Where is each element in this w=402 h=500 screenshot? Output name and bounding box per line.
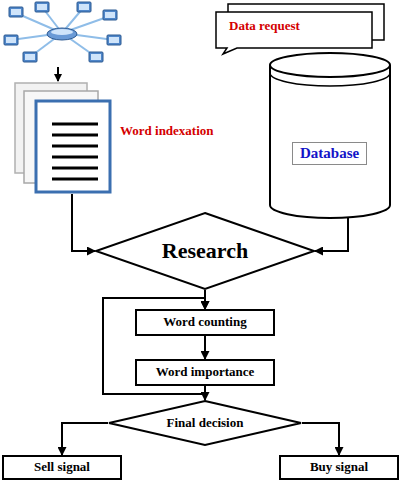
document-stack: Word indexation [14,82,112,194]
node-label: Buy signal [310,460,368,475]
node-label: Word counting [163,315,246,330]
node-label: Research [162,238,248,263]
network-arrow [57,67,59,81]
flow-arrow [204,336,206,359]
output-box: Buy signal [279,455,399,480]
node-label: Word indexation [120,124,214,139]
document-stack-outline [14,82,112,194]
decision-diamond: Final decision [108,400,302,446]
node-label: Database [292,142,367,165]
flow-arrow [302,423,339,455]
network-links [11,7,114,57]
flow-arrow [72,194,95,251]
network-hub [47,28,77,40]
node-label: Word importance [156,365,255,380]
network-devices [4,2,121,62]
process-box: Word counting [135,309,275,336]
database-cylinder-outline [268,52,392,218]
node-label: Sell signal [34,460,90,475]
speech-bubble: Data request [215,3,385,55]
process-box: Word importance [135,359,275,386]
database-cylinder: Database [268,52,392,218]
network-device-screens [6,4,119,60]
network-hub-top [51,29,73,35]
output-box: Sell signal [2,455,122,480]
decision-diamond: Research [95,212,315,290]
flow-arrow [315,218,348,251]
flow-arrow [62,423,108,455]
node-label: Final decision [167,416,244,431]
node-label: Data request [229,19,300,34]
